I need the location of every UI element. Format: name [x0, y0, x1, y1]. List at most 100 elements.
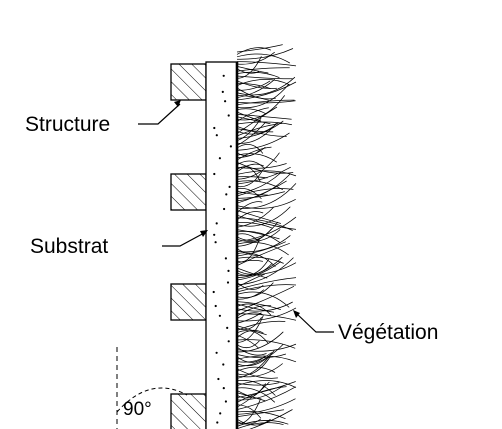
substrate-rect	[205, 61, 238, 429]
grass-stroke	[236, 316, 262, 331]
grass-stroke	[236, 303, 272, 316]
grass-stroke	[236, 260, 263, 264]
grass-stroke	[236, 229, 281, 242]
substrate-dot	[221, 90, 224, 93]
grass-stroke	[236, 277, 297, 290]
grass-stroke	[236, 285, 295, 312]
grass-stroke	[236, 339, 296, 349]
grass-stroke	[236, 216, 297, 242]
vegetation-strokes	[236, 44, 297, 429]
grass-stroke	[236, 307, 297, 322]
substrate-dot	[214, 241, 217, 244]
angle-arc	[116, 387, 188, 413]
grass-stroke	[236, 166, 261, 182]
grass-stroke	[236, 409, 285, 418]
structure-leader	[138, 103, 181, 125]
grass-stroke	[236, 152, 280, 180]
grass-stroke	[236, 258, 270, 276]
substrate-dot	[222, 363, 225, 366]
grass-stroke	[236, 67, 290, 72]
substrate-dot	[227, 340, 230, 343]
grass-stroke	[236, 160, 265, 169]
grass-stroke	[236, 132, 290, 151]
grass-stroke	[236, 320, 286, 331]
grass-stroke	[236, 71, 280, 78]
grass-stroke	[236, 231, 281, 244]
substrate-dot	[213, 233, 216, 236]
structure-block	[170, 63, 207, 101]
grass-stroke	[236, 313, 297, 321]
grass-stroke	[236, 117, 262, 142]
grass-stroke	[236, 176, 268, 179]
grass-stroke	[236, 191, 285, 199]
grass-stroke	[236, 106, 278, 134]
substrate-dot	[226, 326, 229, 329]
grass-stroke	[236, 242, 290, 266]
substrate-dot	[222, 74, 225, 77]
grass-stroke	[236, 241, 286, 257]
grass-stroke	[236, 121, 292, 126]
grass-stroke	[236, 312, 263, 319]
grass-stroke	[236, 61, 297, 67]
grass-stroke	[236, 315, 264, 343]
grass-stroke	[236, 66, 269, 74]
grass-stroke	[236, 344, 284, 367]
grass-stroke	[236, 81, 297, 101]
leader-lines	[138, 100, 334, 333]
substrate-dot	[213, 172, 216, 176]
grass-stroke	[249, 409, 293, 429]
substrate-dot	[215, 134, 218, 137]
grass-stroke	[236, 201, 263, 214]
substrate-dot	[223, 207, 226, 211]
substrate-dot	[227, 114, 230, 117]
grass-stroke	[236, 211, 264, 221]
substrate-dot	[224, 400, 227, 403]
substrate-dot	[218, 157, 221, 160]
substrat-leader	[162, 231, 207, 247]
angle-indicator: 90°	[116, 347, 188, 429]
grass-stroke	[236, 188, 294, 197]
grass-stroke	[236, 143, 264, 154]
grass-stroke	[236, 183, 297, 209]
grass-stroke	[236, 422, 284, 429]
angle-label: 90°	[123, 399, 152, 420]
grass-stroke	[236, 94, 270, 101]
grass-stroke	[236, 355, 297, 363]
structure-label: Structure	[25, 113, 110, 136]
grass-stroke	[236, 329, 264, 338]
substrate-dot	[222, 387, 225, 390]
grass-stroke	[236, 380, 297, 388]
grass-stroke	[236, 53, 290, 64]
grass-stroke	[236, 229, 280, 240]
substrat-label: Substrat	[30, 235, 108, 258]
grass-stroke	[236, 162, 294, 174]
grass-stroke	[236, 180, 284, 191]
grass-stroke	[236, 108, 267, 115]
grass-stroke	[236, 76, 296, 96]
substrate-dot	[213, 126, 216, 130]
grass-stroke	[236, 381, 270, 408]
substrate-dot	[224, 100, 227, 103]
grass-stroke	[236, 418, 261, 425]
grass-stroke	[236, 48, 294, 60]
grass-stroke	[236, 383, 266, 399]
grass-stroke	[236, 399, 261, 425]
grass-stroke	[236, 256, 283, 278]
substrate-dot	[215, 351, 218, 354]
grass-stroke	[236, 368, 278, 379]
grass-stroke	[236, 107, 269, 122]
grass-stroke	[236, 386, 287, 403]
structure-blocks	[170, 63, 207, 429]
grass-stroke	[236, 305, 272, 317]
grass-stroke	[236, 418, 271, 426]
vegetation-arrowhead	[293, 310, 300, 318]
substrate-dot	[229, 145, 232, 148]
grass-stroke	[236, 284, 297, 293]
grass-stroke	[236, 410, 286, 420]
grass-stroke	[236, 100, 296, 104]
substrate-dot	[227, 269, 230, 272]
grass-stroke	[236, 120, 284, 139]
grass-stroke	[236, 355, 270, 379]
substrate-dot	[228, 185, 231, 188]
grass-stroke	[236, 44, 283, 53]
